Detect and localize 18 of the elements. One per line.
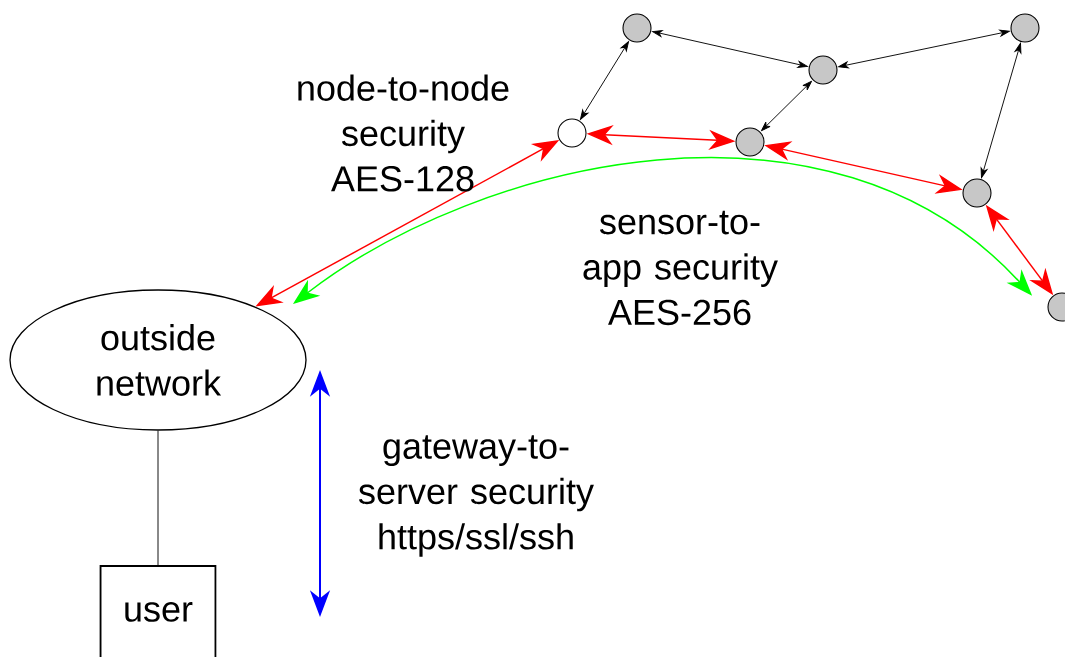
arrow — [760, 80, 813, 132]
arrow — [838, 29, 1010, 69]
network-node — [808, 55, 838, 85]
label-text: sensor-to-app security AES-256 — [583, 210, 778, 326]
label-text: gateway-to-server security https/ssl/ssh — [359, 435, 594, 557]
ellipse-node: outside network — [9, 289, 307, 431]
network-node — [622, 13, 652, 43]
arrow — [652, 30, 808, 68]
label-text: node-to-node security AES-128 — [298, 74, 509, 192]
network-node — [557, 118, 587, 148]
network-node — [1010, 13, 1040, 43]
connector-line — [157, 430, 159, 566]
user-box: user — [99, 565, 217, 657]
network-node — [735, 127, 765, 157]
network-node — [1047, 292, 1065, 322]
arrow — [579, 41, 630, 120]
arrow — [980, 42, 1022, 179]
network-node — [962, 178, 992, 208]
